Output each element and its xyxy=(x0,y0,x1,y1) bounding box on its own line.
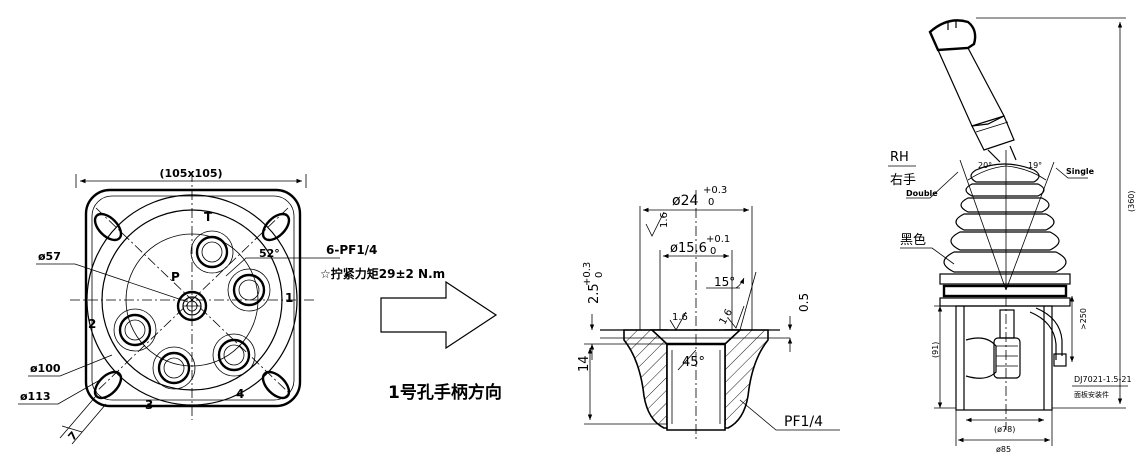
thread-label: PF1/4 xyxy=(784,414,823,430)
rubber-boot xyxy=(939,163,1071,307)
torque-note: ☆拧紧力矩29±2 N.m xyxy=(320,266,445,281)
dia-113-label: ø113 xyxy=(20,390,51,403)
single-leader xyxy=(1055,167,1088,179)
roughness-symbol-c xyxy=(727,305,745,329)
port-P xyxy=(176,290,208,322)
port-T-label: T xyxy=(204,210,213,224)
port-1-label: 1 xyxy=(285,291,293,305)
joystick-view: 20° 19° RH 右手 Double Single 黑色 xyxy=(888,17,1136,454)
mounting-slots xyxy=(93,212,291,400)
port-2-label: 2 xyxy=(88,317,96,331)
dia-24-upper-tol: +0.3 xyxy=(703,185,727,196)
model-label: DJ7021-1.5-21 xyxy=(1074,375,1132,384)
angle-20-label: 20° xyxy=(978,161,992,170)
thread-leader xyxy=(739,399,840,431)
mounting-slot xyxy=(261,370,291,400)
roughness-symbol-b xyxy=(669,311,687,331)
direction-note: 1号孔手柄方向 xyxy=(388,382,502,403)
dia-57-leader xyxy=(36,263,189,303)
dim-2-5-upper-tol: +0.3 xyxy=(582,262,593,286)
port-4 xyxy=(217,338,251,372)
port-T xyxy=(195,235,229,269)
handle-knob xyxy=(928,19,977,52)
direction-arrow: 1号孔手柄方向 xyxy=(380,280,502,403)
angle-15-label: 15° xyxy=(714,275,735,289)
model-sub-label: 面板安装件 xyxy=(1074,390,1109,399)
rh-label: RH xyxy=(890,150,909,165)
hatched-body xyxy=(623,329,769,429)
roughness-b-label: 1.6 xyxy=(672,312,688,323)
hollow-arrow xyxy=(380,280,498,350)
dia-85-label: ø85 xyxy=(996,445,1011,454)
dia-24-label: ø24 xyxy=(672,193,698,209)
port-spec-label: 6-PF1/4 xyxy=(326,243,377,257)
dia-100-circle xyxy=(101,209,283,391)
dia-15-6-upper-tol: +0.1 xyxy=(706,234,730,245)
ports xyxy=(113,230,271,390)
dim-250-label: >250 xyxy=(1079,308,1088,330)
mounting-slot xyxy=(93,212,123,242)
dim-2-5-label: 2.5 xyxy=(587,283,602,304)
port-spec-leader xyxy=(225,257,340,277)
mounting-slot xyxy=(261,212,291,242)
mounting-slot xyxy=(93,370,123,400)
port-P-label: P xyxy=(171,270,180,284)
angle-52-label: 52° xyxy=(259,247,280,260)
dim-91-label: (91) xyxy=(931,342,940,358)
dia-24-lower-tol: 0 xyxy=(708,197,714,208)
angle-19-label: 19° xyxy=(1028,161,1042,170)
dia-113-circle xyxy=(86,194,298,406)
port-3-label: 3 xyxy=(145,398,153,412)
dia-100-label: ø100 xyxy=(30,362,61,375)
port-3 xyxy=(157,351,191,385)
double-leader xyxy=(906,171,959,199)
right-hand-label: 右手 xyxy=(890,173,916,188)
height-360-label: (360) xyxy=(1127,190,1136,212)
single-label: Single xyxy=(1066,167,1095,176)
dia-100-leader xyxy=(28,354,113,377)
dim-0-5-label: 0.5 xyxy=(797,293,811,312)
valve-plan-view: (105x105) xyxy=(18,167,445,445)
lower-housing xyxy=(955,296,1067,430)
port-4-label: 4 xyxy=(236,387,244,401)
dia-113-leader xyxy=(18,379,101,405)
roughness-symbol-a xyxy=(645,211,665,237)
port-2 xyxy=(118,313,152,347)
handle-grip xyxy=(937,47,1005,127)
port-1 xyxy=(232,273,266,307)
dia-78-label: (ø78) xyxy=(994,425,1015,434)
dim-2-5-lower-tol: 0 xyxy=(594,272,605,278)
flange-outline xyxy=(84,188,302,408)
double-label: Double xyxy=(906,189,938,198)
dia-57-label: ø57 xyxy=(38,250,61,263)
dim-14-label: 14 xyxy=(577,355,592,372)
port-section-view: ø24 +0.3 0 1.6 ø15.6 +0.1 0 15° 1.6 1.6 … xyxy=(577,185,840,440)
overall-size-label: (105x105) xyxy=(159,167,222,180)
dia-15-6-label: ø15.6 xyxy=(670,241,707,256)
dia-15-6-lower-tol: 0 xyxy=(710,246,716,257)
angle-45-label: 45° xyxy=(682,355,705,370)
black-color-label: 黑色 xyxy=(900,232,926,248)
black-color-leader xyxy=(900,247,955,265)
roughness-a-label: 1.6 xyxy=(659,212,670,228)
